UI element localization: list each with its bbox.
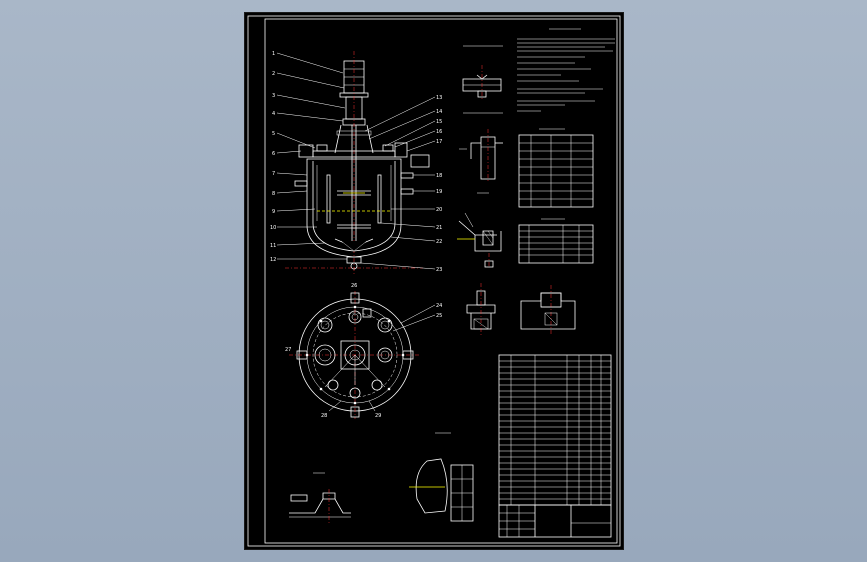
svg-text:11: 11 <box>270 243 276 249</box>
svg-text:12: 12 <box>270 257 276 263</box>
inner-frame <box>264 18 618 544</box>
svg-text:8: 8 <box>272 191 275 197</box>
detail-5 <box>520 285 576 335</box>
reactor-top-view: 24 25 26 27 28 29 <box>285 283 442 419</box>
svg-text:2: 2 <box>272 71 275 77</box>
title-block <box>498 504 612 538</box>
nozzle-table <box>518 218 594 264</box>
svg-text:3: 3 <box>272 93 275 99</box>
svg-text:23: 23 <box>436 267 442 273</box>
leader-lines-right <box>360 96 436 270</box>
technical-characteristics-table <box>518 128 594 208</box>
svg-text:6: 6 <box>272 151 275 157</box>
svg-text:10: 10 <box>270 225 276 231</box>
detail-6 <box>409 432 474 522</box>
svg-text:29: 29 <box>375 413 381 419</box>
svg-text:24: 24 <box>436 303 442 309</box>
svg-text:26: 26 <box>351 283 357 289</box>
svg-text:22: 22 <box>436 239 442 245</box>
top-view-nozzles <box>314 310 393 399</box>
svg-text:28: 28 <box>321 413 327 419</box>
svg-text:27: 27 <box>285 347 291 353</box>
svg-text:17: 17 <box>436 139 442 145</box>
svg-text:1: 1 <box>272 51 275 57</box>
svg-text:15: 15 <box>436 119 442 125</box>
parts-list <box>498 354 612 506</box>
detail-4 <box>466 283 496 335</box>
svg-text:18: 18 <box>436 173 442 179</box>
svg-text:13: 13 <box>436 95 442 101</box>
leader-lines-left <box>276 52 347 260</box>
svg-text:25: 25 <box>436 313 442 319</box>
technical-notes <box>517 28 615 112</box>
detail-1 <box>462 45 503 101</box>
svg-text:7: 7 <box>272 171 275 177</box>
svg-text:21: 21 <box>436 225 442 231</box>
svg-text:16: 16 <box>436 129 442 135</box>
detail-7 <box>289 472 351 525</box>
svg-text:9: 9 <box>272 209 275 215</box>
svg-text:4: 4 <box>272 111 275 117</box>
bolt-holes <box>305 305 405 405</box>
detail-2 <box>459 112 503 183</box>
svg-text:14: 14 <box>436 109 442 115</box>
sheet-border <box>247 15 621 547</box>
svg-text:5: 5 <box>272 131 275 137</box>
svg-text:20: 20 <box>436 207 442 213</box>
svg-text:19: 19 <box>436 189 442 195</box>
detail-3 <box>457 192 502 268</box>
